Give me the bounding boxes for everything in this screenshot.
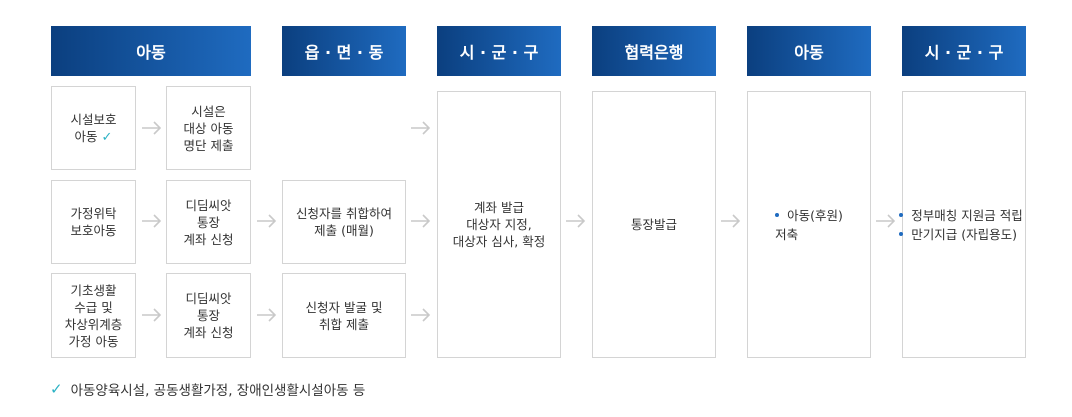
bank-passbook-issue: 통장발급 bbox=[592, 91, 716, 358]
category-line: 차상위계층 bbox=[64, 316, 123, 332]
final-bullet-list: 정부매칭 지원금 적립 만기지급 (자립용도) bbox=[899, 206, 1023, 244]
category-line: 수급 및 bbox=[74, 299, 113, 315]
category-line: 아동 bbox=[74, 128, 98, 144]
check-mark-icon: ✓ bbox=[101, 129, 113, 145]
header-si-gun-gu-2: 시 · 군 · 구 bbox=[902, 26, 1026, 76]
header-child: 아동 bbox=[51, 26, 251, 76]
apply-facility: 시설은 대상 아동 명단 제출 bbox=[166, 86, 251, 170]
apply-line: 시설은 bbox=[191, 103, 226, 119]
category-line: 시설보호 bbox=[70, 111, 117, 127]
arrow-right-icon bbox=[721, 214, 741, 228]
apply-line: 명단 제출 bbox=[183, 137, 234, 153]
apply-line: 대상 아동 bbox=[183, 120, 234, 136]
apply-basic-livelihood: 디딤씨앗 통장 계좌 신청 bbox=[166, 273, 251, 358]
footnote-text: 아동양육시설, 공동생활가정, 장애인생활시설아동 등 bbox=[70, 383, 366, 399]
header-partner-bank: 협력은행 bbox=[592, 26, 716, 76]
sigungu-account-issue: 계좌 발급 대상자 지정, 대상자 심사, 확정 bbox=[437, 91, 561, 358]
sigungu-line: 계좌 발급 bbox=[474, 200, 524, 215]
arrow-right-icon bbox=[876, 214, 896, 228]
arrow-right-icon bbox=[411, 214, 431, 228]
eup-line: 취합 제출 bbox=[319, 316, 369, 332]
apply-line: 통장 bbox=[196, 308, 220, 323]
category-facility-child: 시설보호 아동 ✓ bbox=[51, 86, 136, 170]
category-foster-child: 가정위탁 보호아동 bbox=[51, 180, 136, 264]
arrow-right-icon bbox=[257, 214, 277, 228]
header-child-2: 아동 bbox=[747, 26, 871, 76]
category-line: 가정위탁 bbox=[70, 206, 117, 221]
apply-line: 계좌 신청 bbox=[183, 231, 234, 247]
eup-line: 신청자를 취합하여 bbox=[296, 206, 392, 221]
category-basic-livelihood-child: 기초생활 수급 및 차상위계층 가정 아동 bbox=[51, 273, 136, 358]
bullet-item: 정부매칭 지원금 적립 bbox=[899, 206, 1023, 225]
arrow-right-icon bbox=[142, 121, 162, 135]
apply-line: 계좌 신청 bbox=[183, 325, 234, 340]
child-bullet-list: 아동(후원) 저축 bbox=[775, 206, 843, 244]
check-mark-icon: ✓ bbox=[50, 380, 63, 398]
child-savings: 아동(후원) 저축 bbox=[747, 91, 871, 358]
footnote: ✓ 아동양육시설, 공동생활가정, 장애인생활시설아동 등 bbox=[50, 379, 365, 399]
arrow-right-icon bbox=[257, 308, 277, 322]
category-line: 기초생활 bbox=[70, 282, 117, 298]
header-eup-myeon-dong: 읍 · 면 · 동 bbox=[282, 26, 406, 76]
category-line: 보호아동 bbox=[70, 223, 117, 238]
arrow-right-icon bbox=[411, 308, 431, 322]
arrow-right-icon bbox=[142, 308, 162, 322]
bullet-item: 만기지급 (자립용도) bbox=[899, 225, 1022, 244]
eup-line: 제출 (매월) bbox=[314, 223, 374, 238]
final-government-matching: 정부매칭 지원금 적립 만기지급 (자립용도) bbox=[899, 91, 1026, 358]
sigungu-line: 대상자 지정, bbox=[466, 217, 532, 232]
category-line: 가정 아동 bbox=[68, 333, 119, 349]
category-line-with-check: 아동 ✓ bbox=[70, 128, 116, 146]
bullet-item: 아동(후원) 저축 bbox=[775, 206, 843, 244]
eup-discover-submit: 신청자 발굴 및 취합 제출 bbox=[282, 273, 406, 358]
arrow-right-icon bbox=[411, 121, 431, 135]
arrow-right-icon bbox=[142, 214, 162, 228]
eup-collect-monthly: 신청자를 취합하여 제출 (매월) bbox=[282, 180, 406, 264]
apply-line: 통장 bbox=[196, 214, 220, 230]
apply-line: 디딤씨앗 bbox=[185, 197, 232, 213]
eup-line: 신청자 발굴 및 bbox=[305, 299, 383, 315]
sigungu-line: 대상자 심사, 확정 bbox=[452, 234, 546, 249]
header-si-gun-gu: 시 · 군 · 구 bbox=[437, 26, 561, 76]
bank-line: 통장발급 bbox=[630, 217, 677, 232]
bullet-line: 아동(후원) bbox=[787, 207, 843, 223]
apply-line: 디딤씨앗 bbox=[185, 291, 232, 306]
apply-foster: 디딤씨앗 통장 계좌 신청 bbox=[166, 180, 251, 264]
arrow-right-icon bbox=[566, 214, 586, 228]
bullet-line: 저축 bbox=[775, 226, 799, 242]
